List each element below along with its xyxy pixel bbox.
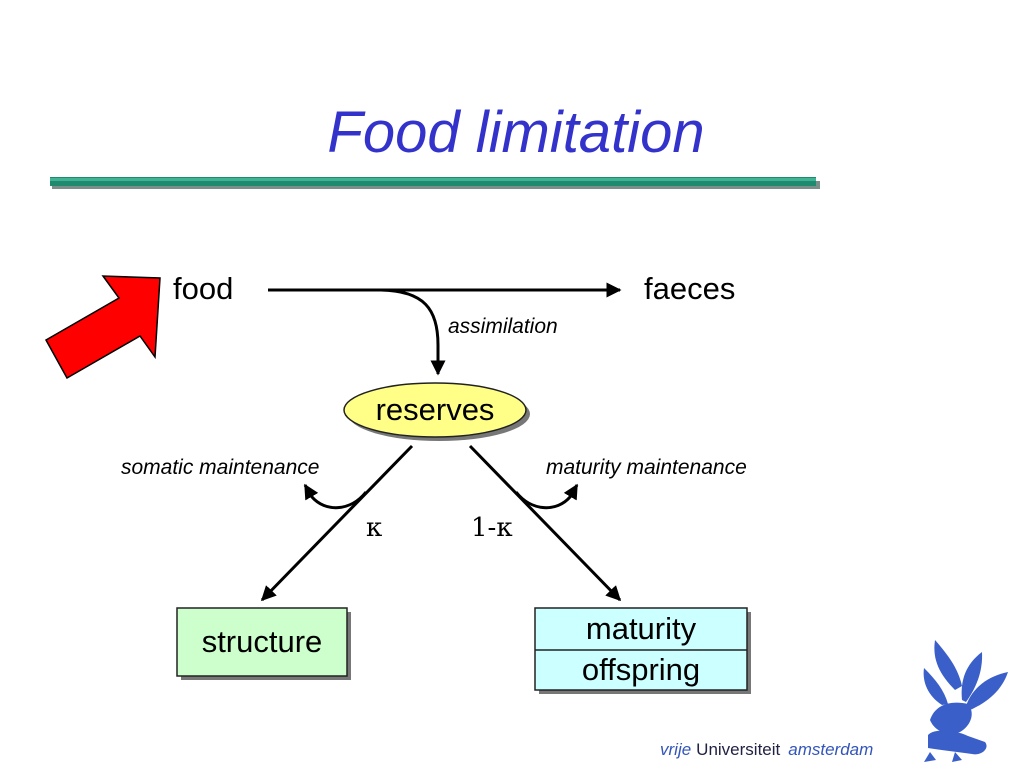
slide-title: Food limitation <box>327 100 705 165</box>
kappa-label: κ <box>366 513 383 543</box>
red-arrow-icon <box>44 275 161 380</box>
maturity-maintenance-arrow <box>514 483 579 510</box>
structure-label: structure <box>201 624 323 659</box>
reserves-label: reserves <box>375 392 495 427</box>
one-minus-kappa-arrow <box>468 444 622 602</box>
structure-box <box>176 607 348 677</box>
maturity-offspring-box <box>534 607 748 691</box>
faeces-label: faeces <box>644 271 736 306</box>
maturity-label: maturity <box>585 611 697 646</box>
griffin-icon <box>923 640 1008 762</box>
somatic-maintenance-label: somatic maintenance <box>121 456 320 479</box>
one-minus-kappa-label: 1-κ <box>471 513 513 543</box>
logo-universiteit: Universiteit <box>696 740 781 759</box>
maturity-maintenance-label: maturity maintenance <box>546 456 747 479</box>
logo-vrije: vrije <box>660 740 692 759</box>
assimilation-label: assimilation <box>448 315 558 338</box>
offspring-label: offspring <box>581 652 701 687</box>
logo-amsterdam: amsterdam <box>788 740 874 759</box>
food-label: food <box>173 271 234 306</box>
title-underline <box>50 177 820 189</box>
reserves-node <box>343 382 527 438</box>
somatic-maintenance-arrow <box>303 483 368 510</box>
kappa-arrow <box>260 444 414 602</box>
assimilation-arrow <box>377 288 446 376</box>
